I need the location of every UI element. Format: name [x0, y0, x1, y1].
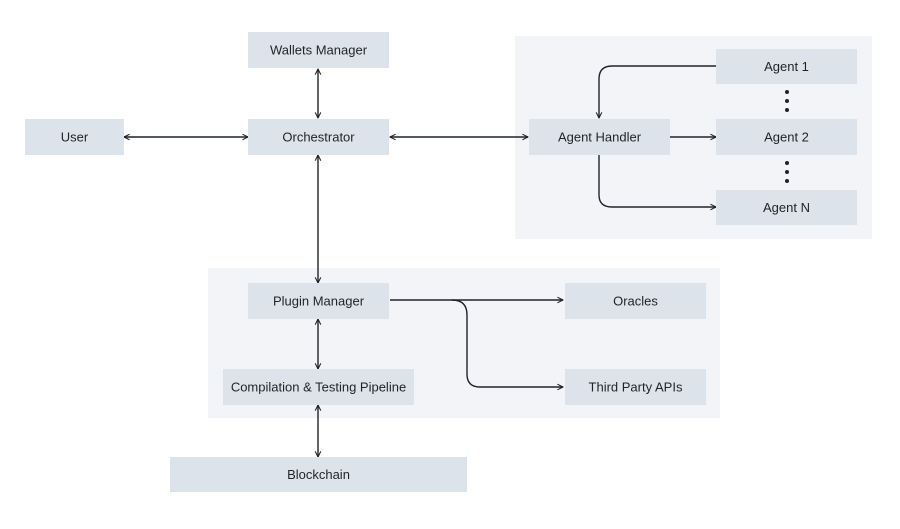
node-label: Agent 1 [764, 59, 809, 74]
node-label: Agent Handler [558, 130, 642, 145]
node-label: Orchestrator [282, 130, 355, 145]
node-label: Blockchain [287, 467, 350, 482]
node-agent-n: Agent N [716, 190, 857, 225]
node-plugin-manager: Plugin Manager [248, 283, 389, 319]
agents-ellipsis-top [785, 90, 789, 112]
node-label: Third Party APIs [589, 380, 683, 395]
node-label: Compilation & Testing Pipeline [231, 380, 406, 395]
node-blockchain: Blockchain [170, 457, 467, 492]
node-agent-handler: Agent Handler [529, 119, 670, 155]
node-third-party-apis: Third Party APIs [565, 369, 706, 405]
node-label: Agent 2 [764, 130, 809, 145]
node-label: Plugin Manager [273, 294, 365, 309]
node-label: Wallets Manager [270, 43, 368, 58]
edge-plugin-manager-third-party [451, 299, 563, 387]
node-compilation-testing-pipeline: Compilation & Testing Pipeline [223, 369, 414, 405]
agents-ellipsis-bottom [785, 161, 789, 183]
edges [124, 65, 716, 457]
node-orchestrator: Orchestrator [248, 119, 389, 155]
node-wallets-manager: Wallets Manager [248, 32, 389, 68]
node-agent-2: Agent 2 [716, 119, 857, 155]
node-oracles: Oracles [565, 283, 706, 319]
node-agent-1: Agent 1 [716, 49, 857, 84]
node-label: User [61, 130, 89, 145]
node-label: Oracles [613, 294, 658, 309]
edge-agent1-agent-handler [599, 65, 716, 118]
node-label: Agent N [763, 200, 810, 215]
edge-agent-handler-agentN [598, 155, 716, 207]
node-user: User [25, 119, 124, 155]
